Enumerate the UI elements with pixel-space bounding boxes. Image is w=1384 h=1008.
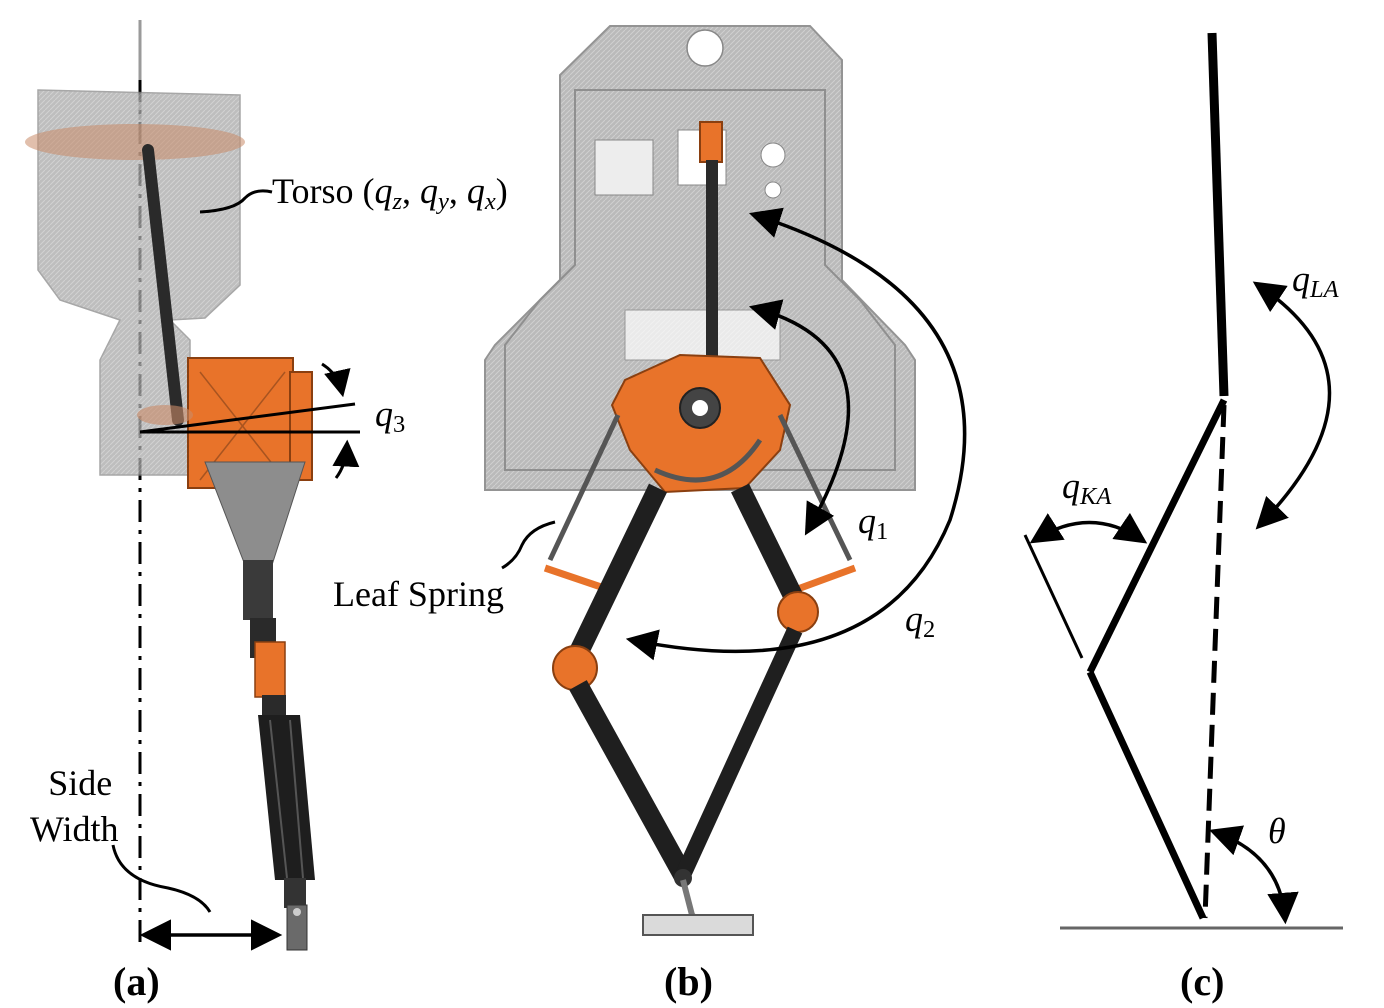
torso-var-x: x <box>484 188 496 216</box>
leaf-spring-label: Leaf Spring <box>333 574 504 614</box>
knee-actuator-side <box>254 641 286 698</box>
panel-a-robot-side-view <box>25 20 360 951</box>
side-width-leader <box>111 844 212 913</box>
side-width-line1: Side <box>48 763 113 803</box>
q2-label: q2 <box>905 599 936 644</box>
torso-mast <box>142 144 184 426</box>
q3-label: q3 <box>375 394 406 439</box>
qla-label: qLA <box>1292 259 1339 304</box>
panel-b-robot-front-view <box>484 25 967 936</box>
leg-axis-upper <box>1207 32 1229 397</box>
right-shin <box>675 626 803 879</box>
q2-arrow <box>625 207 967 661</box>
right-thigh <box>731 483 809 615</box>
thigh-extension-line <box>1023 534 1084 659</box>
thigh-link <box>1086 398 1228 674</box>
shin-link <box>1086 670 1207 920</box>
torso-leader <box>199 189 273 214</box>
left-knee <box>552 645 598 691</box>
thigh-fairing <box>204 461 306 566</box>
q3-arrow-upper <box>321 362 351 398</box>
torso-label: Torso (qz, qy, qx) <box>272 171 508 216</box>
qka-arrow <box>1029 512 1148 544</box>
panel-c-kinematic-schematic <box>1023 32 1343 930</box>
torso-var-y: y <box>438 188 449 216</box>
q1-arrow <box>748 299 851 536</box>
theta-label: θ <box>1268 811 1286 851</box>
foot-front <box>642 914 754 936</box>
q1-label: q1 <box>858 501 889 546</box>
virtual-leg-dashed <box>1202 404 1227 919</box>
panel-a-label: (a) <box>113 959 160 1004</box>
leaf-spring-leader <box>501 520 556 570</box>
side-width-label: Side Width <box>30 760 119 852</box>
qla-arrow <box>1252 281 1332 530</box>
right-knee <box>777 591 819 633</box>
side-width-line2: Width <box>30 809 119 849</box>
left-shin <box>569 680 692 880</box>
torso-pelvis-disk <box>25 124 245 160</box>
theta-arrow <box>1209 825 1299 925</box>
torso-word: Torso <box>272 171 354 211</box>
shin-side <box>258 715 315 880</box>
foot-side <box>286 904 308 951</box>
q3-arrow-lower <box>332 439 360 479</box>
panel-b-label: (b) <box>664 959 713 1004</box>
qka-label: qKA <box>1062 466 1112 511</box>
torso-var-z: z <box>392 188 403 216</box>
torso-mast-front <box>706 160 718 360</box>
left-thigh <box>565 483 668 665</box>
panel-c-label: (c) <box>1180 959 1225 1004</box>
